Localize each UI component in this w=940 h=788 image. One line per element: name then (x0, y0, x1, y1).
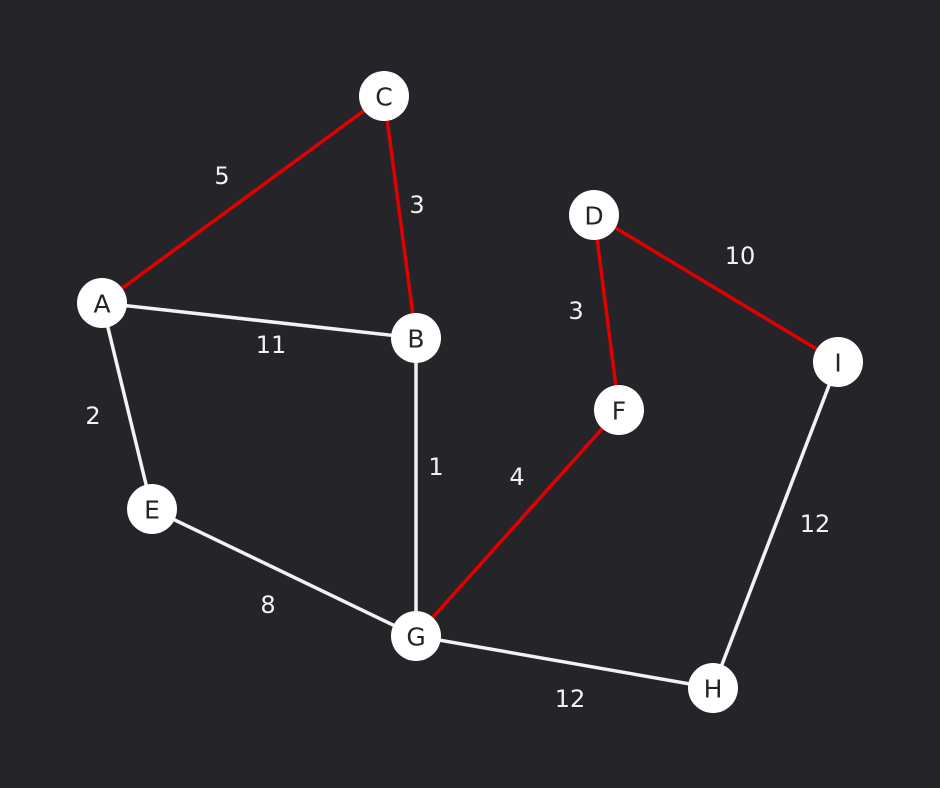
edge-weight-a-e: 2 (85, 402, 100, 430)
node-d: D (569, 190, 619, 240)
edge-g-f (414, 408, 621, 638)
node-label: A (93, 290, 110, 319)
node-circle (569, 190, 619, 240)
node-b: B (391, 313, 441, 363)
edge-weight-c-b: 3 (409, 191, 424, 219)
edge-weight-d-f: 3 (568, 297, 583, 325)
edge-e-g (150, 507, 418, 638)
edge-weight-i-h: 12 (800, 510, 831, 538)
node-a: A (77, 278, 127, 328)
node-e: E (127, 484, 177, 534)
edge-weight-e-g: 8 (260, 591, 275, 619)
node-label: F (612, 397, 626, 426)
edge-weight-b-g: 1 (428, 453, 443, 481)
edge-a-e (100, 301, 154, 511)
node-label: I (834, 349, 841, 378)
edge-weight-d-i: 10 (725, 242, 756, 270)
node-c: C (359, 71, 409, 121)
node-f: F (594, 385, 644, 435)
node-circle (391, 313, 441, 363)
node-label: G (406, 623, 425, 652)
weights-layer: 5 3 11 2 1 8 4 3 10 12 12 (85, 162, 830, 713)
nodes-layer: A B C D E F G H I (77, 71, 863, 713)
edge-weight-a-c: 5 (214, 162, 229, 190)
node-circle (688, 663, 738, 713)
edge-d-i (592, 213, 840, 364)
node-circle (127, 484, 177, 534)
node-label: H (704, 675, 723, 704)
edges-layer (100, 94, 840, 690)
edge-a-c (100, 94, 386, 305)
node-label: E (144, 496, 160, 525)
node-circle (594, 385, 644, 435)
node-label: B (407, 325, 424, 354)
node-circle (77, 278, 127, 328)
node-circle (391, 611, 441, 661)
node-i: I (813, 337, 863, 387)
edge-weight-g-f: 4 (509, 463, 524, 491)
edge-d-f (592, 213, 621, 412)
edge-weight-a-b: 11 (256, 331, 287, 359)
node-circle (813, 337, 863, 387)
edge-i-h (711, 360, 840, 690)
node-h: H (688, 663, 738, 713)
node-g: G (391, 611, 441, 661)
node-label: C (375, 83, 392, 112)
edge-a-b (100, 301, 418, 340)
node-label: D (584, 202, 603, 231)
edge-weight-g-h: 12 (555, 685, 586, 713)
node-circle (359, 71, 409, 121)
edge-c-b (382, 94, 418, 340)
edge-g-h (414, 634, 715, 690)
